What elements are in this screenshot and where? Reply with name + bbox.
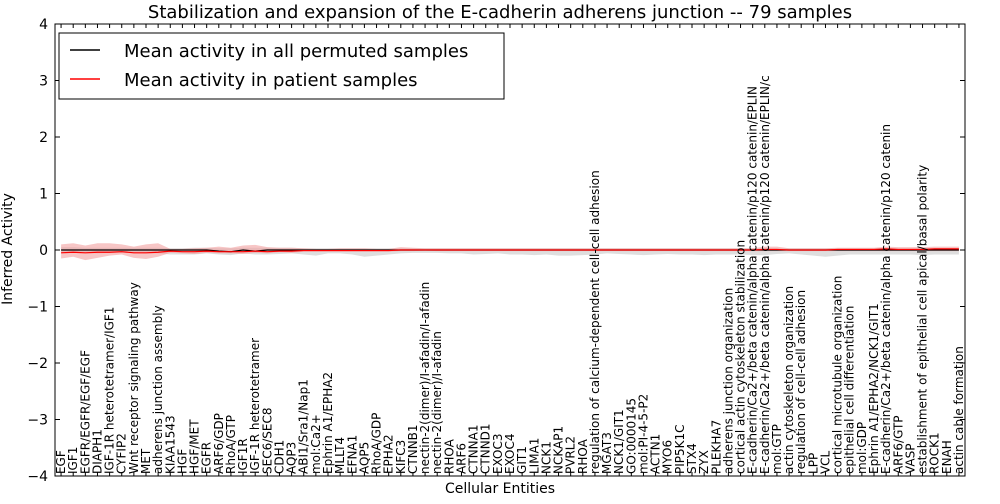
x-tick-label: nectin-2(dimer)/I-afadin bbox=[430, 331, 444, 474]
x-tick-label: Ephrin A1/EPHA2/NCK1/GIT1 bbox=[867, 303, 881, 474]
x-tick-label: ENAH bbox=[940, 440, 954, 474]
y-tick-label: −4 bbox=[27, 469, 48, 485]
x-tick-label: CYFIP2 bbox=[115, 433, 129, 474]
y-tick-label: −1 bbox=[27, 300, 48, 316]
x-tick-label: MYO6 bbox=[661, 440, 675, 474]
x-axis-label: Cellular Entities bbox=[445, 481, 555, 497]
x-tick-label: establishment of epithelial cell apical/… bbox=[916, 165, 930, 474]
series-1-line bbox=[61, 248, 959, 254]
x-tick-label: IGF1 bbox=[66, 447, 80, 474]
x-tick-label: GO:0000145 bbox=[624, 398, 638, 474]
series-lines bbox=[61, 248, 959, 254]
x-tick-label: RHOA bbox=[576, 438, 590, 474]
x-tick-label: CTNND1 bbox=[479, 423, 493, 474]
x-tick-label: E-cadherin/Ca2+/beta catenin/alpha caten… bbox=[758, 75, 772, 474]
x-tick-label: ABI1/Sra1/Nap1 bbox=[297, 379, 311, 474]
y-tick-label: 1 bbox=[39, 187, 48, 203]
legend-box bbox=[58, 32, 505, 100]
x-tick-label: Ephrin A1/EPHA2 bbox=[321, 372, 335, 474]
x-tick-label: mol:GDP bbox=[855, 422, 869, 474]
x-tick-label: NCK1 bbox=[539, 441, 553, 474]
x-tick-label: nectin-2(dimer)/I-afadin/I-afadin bbox=[418, 282, 432, 474]
x-tick-label: ARF6/GDP bbox=[212, 413, 226, 474]
x-tick-label: ARF6/GTP bbox=[891, 415, 905, 474]
x-tick-label: HGF bbox=[175, 449, 189, 474]
x-tick-label: mol:PI-4-5-P2 bbox=[637, 394, 651, 474]
y-tick-label: −2 bbox=[27, 356, 48, 372]
x-tick-label: ARF6 bbox=[455, 443, 469, 474]
x-tick-label: CDH1 bbox=[273, 440, 287, 474]
x-tick-label: DIAPH1 bbox=[91, 429, 105, 474]
x-tick-label: MLLT4 bbox=[333, 437, 347, 474]
x-tick-label: Wnt receptor signaling pathway bbox=[127, 282, 141, 474]
x-tick-label: RhoA/GDP bbox=[370, 413, 384, 474]
x-tick-label: IGF-1R heterotetramer bbox=[248, 338, 262, 474]
x-tick-label: GIT1 bbox=[515, 446, 529, 474]
x-tick-label: E-cadherin/Ca2+/beta catenin/alpha caten… bbox=[879, 124, 893, 474]
plot-area-frame bbox=[54, 23, 966, 477]
x-tick-label: regulation of cell-cell adhesion bbox=[794, 290, 808, 474]
x-tick-label: KIAA1543 bbox=[163, 415, 177, 474]
y-tick-label: 3 bbox=[39, 74, 48, 90]
x-tick-label: adherens junction assembly bbox=[151, 305, 165, 474]
x-tick-label: AQP5 bbox=[357, 442, 371, 474]
x-tick-label: PVRL2 bbox=[564, 436, 578, 474]
x-tick-label: VASP bbox=[903, 443, 917, 474]
x-tick-label: cortical microtubule organization bbox=[831, 276, 845, 474]
y-tick-label: −3 bbox=[27, 413, 48, 429]
x-tick-label: E-cadherin/Ca2+/beta catenin/alpha caten… bbox=[746, 86, 760, 474]
x-tick-label: PLEKHA7 bbox=[709, 420, 723, 474]
x-tick-label: EXOC4 bbox=[503, 434, 517, 475]
y-tick-label: 0 bbox=[39, 243, 48, 259]
chart-title: Stabilization and expansion of the E-cad… bbox=[148, 2, 852, 23]
x-tick-label: EGFR/EGFR/EGF/EGF bbox=[78, 350, 92, 474]
x-tick-label: AQP3 bbox=[285, 442, 299, 474]
x-tick-label: actin cable formation bbox=[952, 346, 966, 474]
x-tick-label: KIFC3 bbox=[394, 440, 408, 474]
legend-label-patient: Mean activity in patient samples bbox=[124, 70, 418, 91]
x-tick-label: mol:Ca2+ bbox=[309, 414, 323, 474]
x-tick-label: EFNA1 bbox=[345, 435, 359, 474]
x-tick-label: CTNNB1 bbox=[406, 424, 420, 474]
x-tick-label: EGF bbox=[54, 450, 68, 474]
x-tick-label: IGF1R bbox=[236, 438, 250, 474]
x-tick-label: SEC6/SEC8 bbox=[260, 407, 274, 473]
legend-label-permuted: Mean activity in all permuted samples bbox=[124, 41, 468, 62]
x-tick-label: STX4 bbox=[685, 443, 699, 474]
y-tick-label: 4 bbox=[39, 17, 48, 33]
x-tick-label: NCK1/GIT1 bbox=[612, 409, 626, 474]
x-tick-label: ROCK1 bbox=[928, 432, 942, 474]
x-tick-label: MGAT3 bbox=[600, 432, 614, 474]
x-tick-label: ZYX bbox=[697, 450, 711, 474]
y-ticks: −4 −3 −2 −1 0 1 2 3 4 bbox=[27, 17, 965, 485]
x-tick-label: EGFR bbox=[200, 442, 214, 474]
y-axis-label: Inferred Activity bbox=[0, 193, 16, 305]
x-tick-label: adherens junction organization bbox=[721, 288, 735, 474]
x-tick-label: mol:GTP bbox=[770, 424, 784, 474]
x-tick-label: EPHA2 bbox=[382, 434, 396, 474]
x-tick-label: epithelial cell differentiation bbox=[843, 306, 857, 474]
x-tick-label: MET bbox=[139, 448, 153, 474]
x-tick-label: VCL bbox=[819, 450, 833, 474]
x-tick-label: LIMA1 bbox=[527, 438, 541, 474]
x-tick-label: RhoA/GTP bbox=[224, 415, 238, 474]
x-tick-label: actin cytoskeleton organization bbox=[782, 286, 796, 474]
x-tick-label: HGF/MET bbox=[188, 419, 202, 474]
y-tick-label: 2 bbox=[39, 130, 48, 146]
x-tick-label: regulation of calcium-dependent cell-cel… bbox=[588, 170, 602, 474]
x-tick-label: PIP5K1C bbox=[673, 425, 687, 475]
x-tick-label: IGF-1R heterotetramer/IGF1 bbox=[103, 307, 117, 474]
x-tick-label: CTNNA1 bbox=[467, 424, 481, 474]
x-tick-label: EXOC3 bbox=[491, 434, 505, 475]
legend: Mean activity in all permuted samples Me… bbox=[58, 32, 505, 100]
x-tick-label: LPP bbox=[806, 453, 820, 474]
x-tick-label: RHOA bbox=[442, 438, 456, 474]
x-tick-label: cortical actin cytoskeleton stabilizatio… bbox=[734, 240, 748, 474]
x-tick-label: NCKAP1 bbox=[552, 426, 566, 474]
x-tick-label: ACTN1 bbox=[649, 434, 663, 474]
